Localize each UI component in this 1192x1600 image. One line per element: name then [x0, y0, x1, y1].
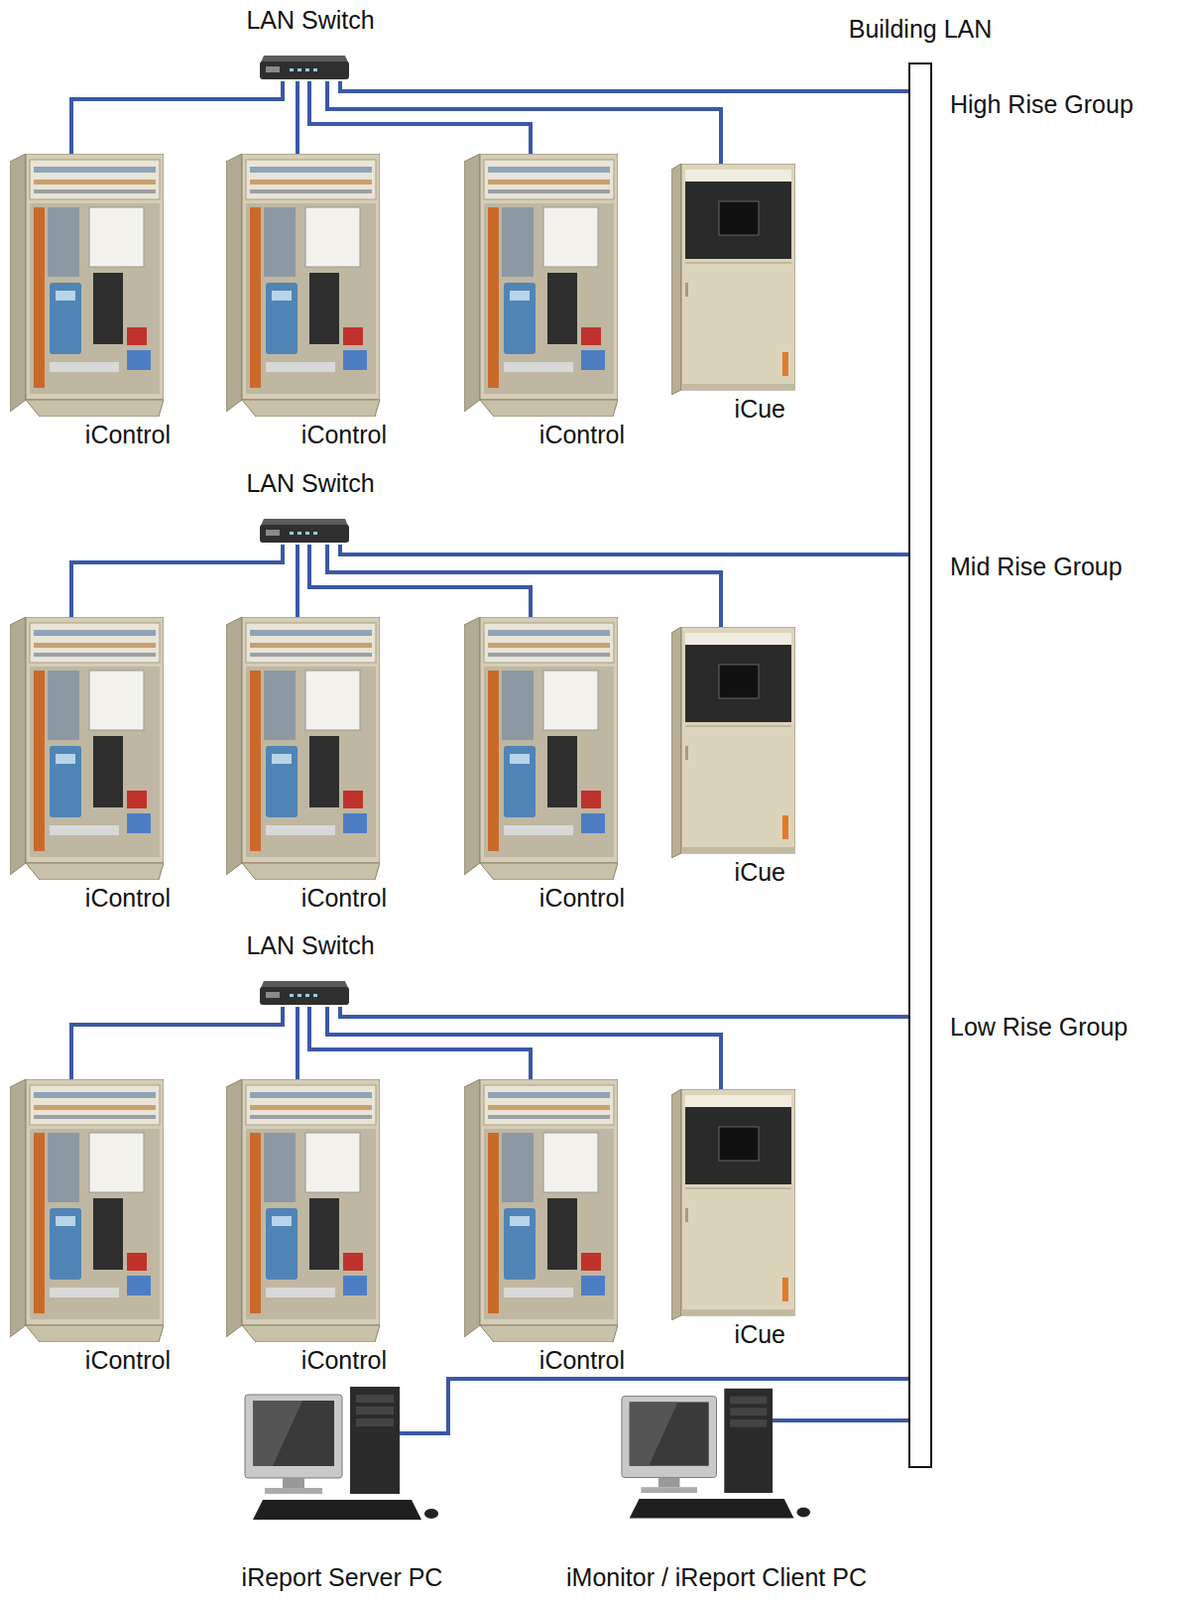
network-cable: [340, 544, 909, 555]
network-cable: [813, 1418, 909, 1423]
icontrol-cabinet: iControl: [226, 616, 390, 913]
node-label: iControl: [539, 883, 625, 913]
node-label: iReport Server PC: [241, 1562, 444, 1592]
lan-switch: LAN Switch: [241, 931, 378, 1007]
network-cable: [71, 1006, 283, 1079]
network-cable: [295, 81, 300, 154]
client-pc: iMonitor / iReport Client PC: [619, 1386, 814, 1528]
group-label-box: Mid Rise Group: [950, 552, 1123, 582]
node-label: iCue: [734, 1319, 786, 1349]
node-label: iControl: [85, 1345, 171, 1375]
lan-switch: LAN Switch: [241, 5, 378, 82]
node-label: iControl: [301, 1345, 387, 1375]
network-cable: [295, 544, 300, 617]
icue-cabinet: iCue: [671, 626, 796, 887]
node-label: iControl: [539, 420, 625, 450]
network-cable: [327, 544, 721, 627]
group-label: Low Rise Group: [950, 1012, 1128, 1042]
computers: [244, 1386, 814, 1520]
controller-cabinets: [9, 153, 618, 1342]
network-cable: [340, 81, 909, 92]
building-lan-bus: Building LAN: [908, 62, 933, 1468]
icontrol-cabinet: iControl: [226, 1078, 390, 1375]
icontrol-cabinet: iControl: [226, 153, 390, 450]
node-label: LAN Switch: [245, 469, 374, 498]
group-label: High Rise Group: [950, 90, 1134, 120]
icue-cabinet: iCue: [671, 163, 796, 424]
network-cable: [71, 81, 283, 154]
node-label: iControl: [85, 883, 171, 913]
network-cable: [71, 544, 283, 617]
node-label: iCue: [734, 394, 786, 424]
node-label: iControl: [85, 420, 171, 450]
network-cable: [441, 1378, 909, 1433]
node-label: LAN Switch: [245, 931, 374, 960]
node-label: iMonitor / iReport Client PC: [566, 1562, 867, 1592]
network-cable: [295, 1006, 300, 1079]
group-label-box: Low Rise Group: [950, 1012, 1128, 1042]
server-pc: iReport Server PC: [242, 1386, 442, 1528]
node-label: iControl: [301, 883, 387, 913]
icue-cabinet: iCue: [671, 1088, 796, 1349]
node-label: iControl: [301, 420, 387, 450]
group-label-box: High Rise Group: [950, 90, 1134, 120]
lan-switch: LAN Switch: [241, 469, 378, 545]
icontrol-cabinet: iControl: [464, 616, 628, 913]
icontrol-cabinet: iControl: [464, 1078, 628, 1375]
node-label: iCue: [734, 857, 786, 887]
group-label: Mid Rise Group: [950, 552, 1123, 582]
network-cable: [340, 1006, 909, 1017]
icontrol-cabinet: iControl: [9, 1078, 174, 1375]
dispatch-cabinets: [671, 163, 796, 1320]
node-label: Building LAN: [848, 14, 993, 44]
network-cable: [327, 81, 721, 164]
node-label: iControl: [539, 1345, 625, 1375]
node-label: LAN Switch: [245, 5, 374, 35]
icontrol-cabinet: iControl: [9, 153, 174, 450]
network-cable: [327, 1006, 721, 1089]
icontrol-cabinet: iControl: [9, 616, 174, 913]
icontrol-cabinet: iControl: [464, 153, 628, 450]
